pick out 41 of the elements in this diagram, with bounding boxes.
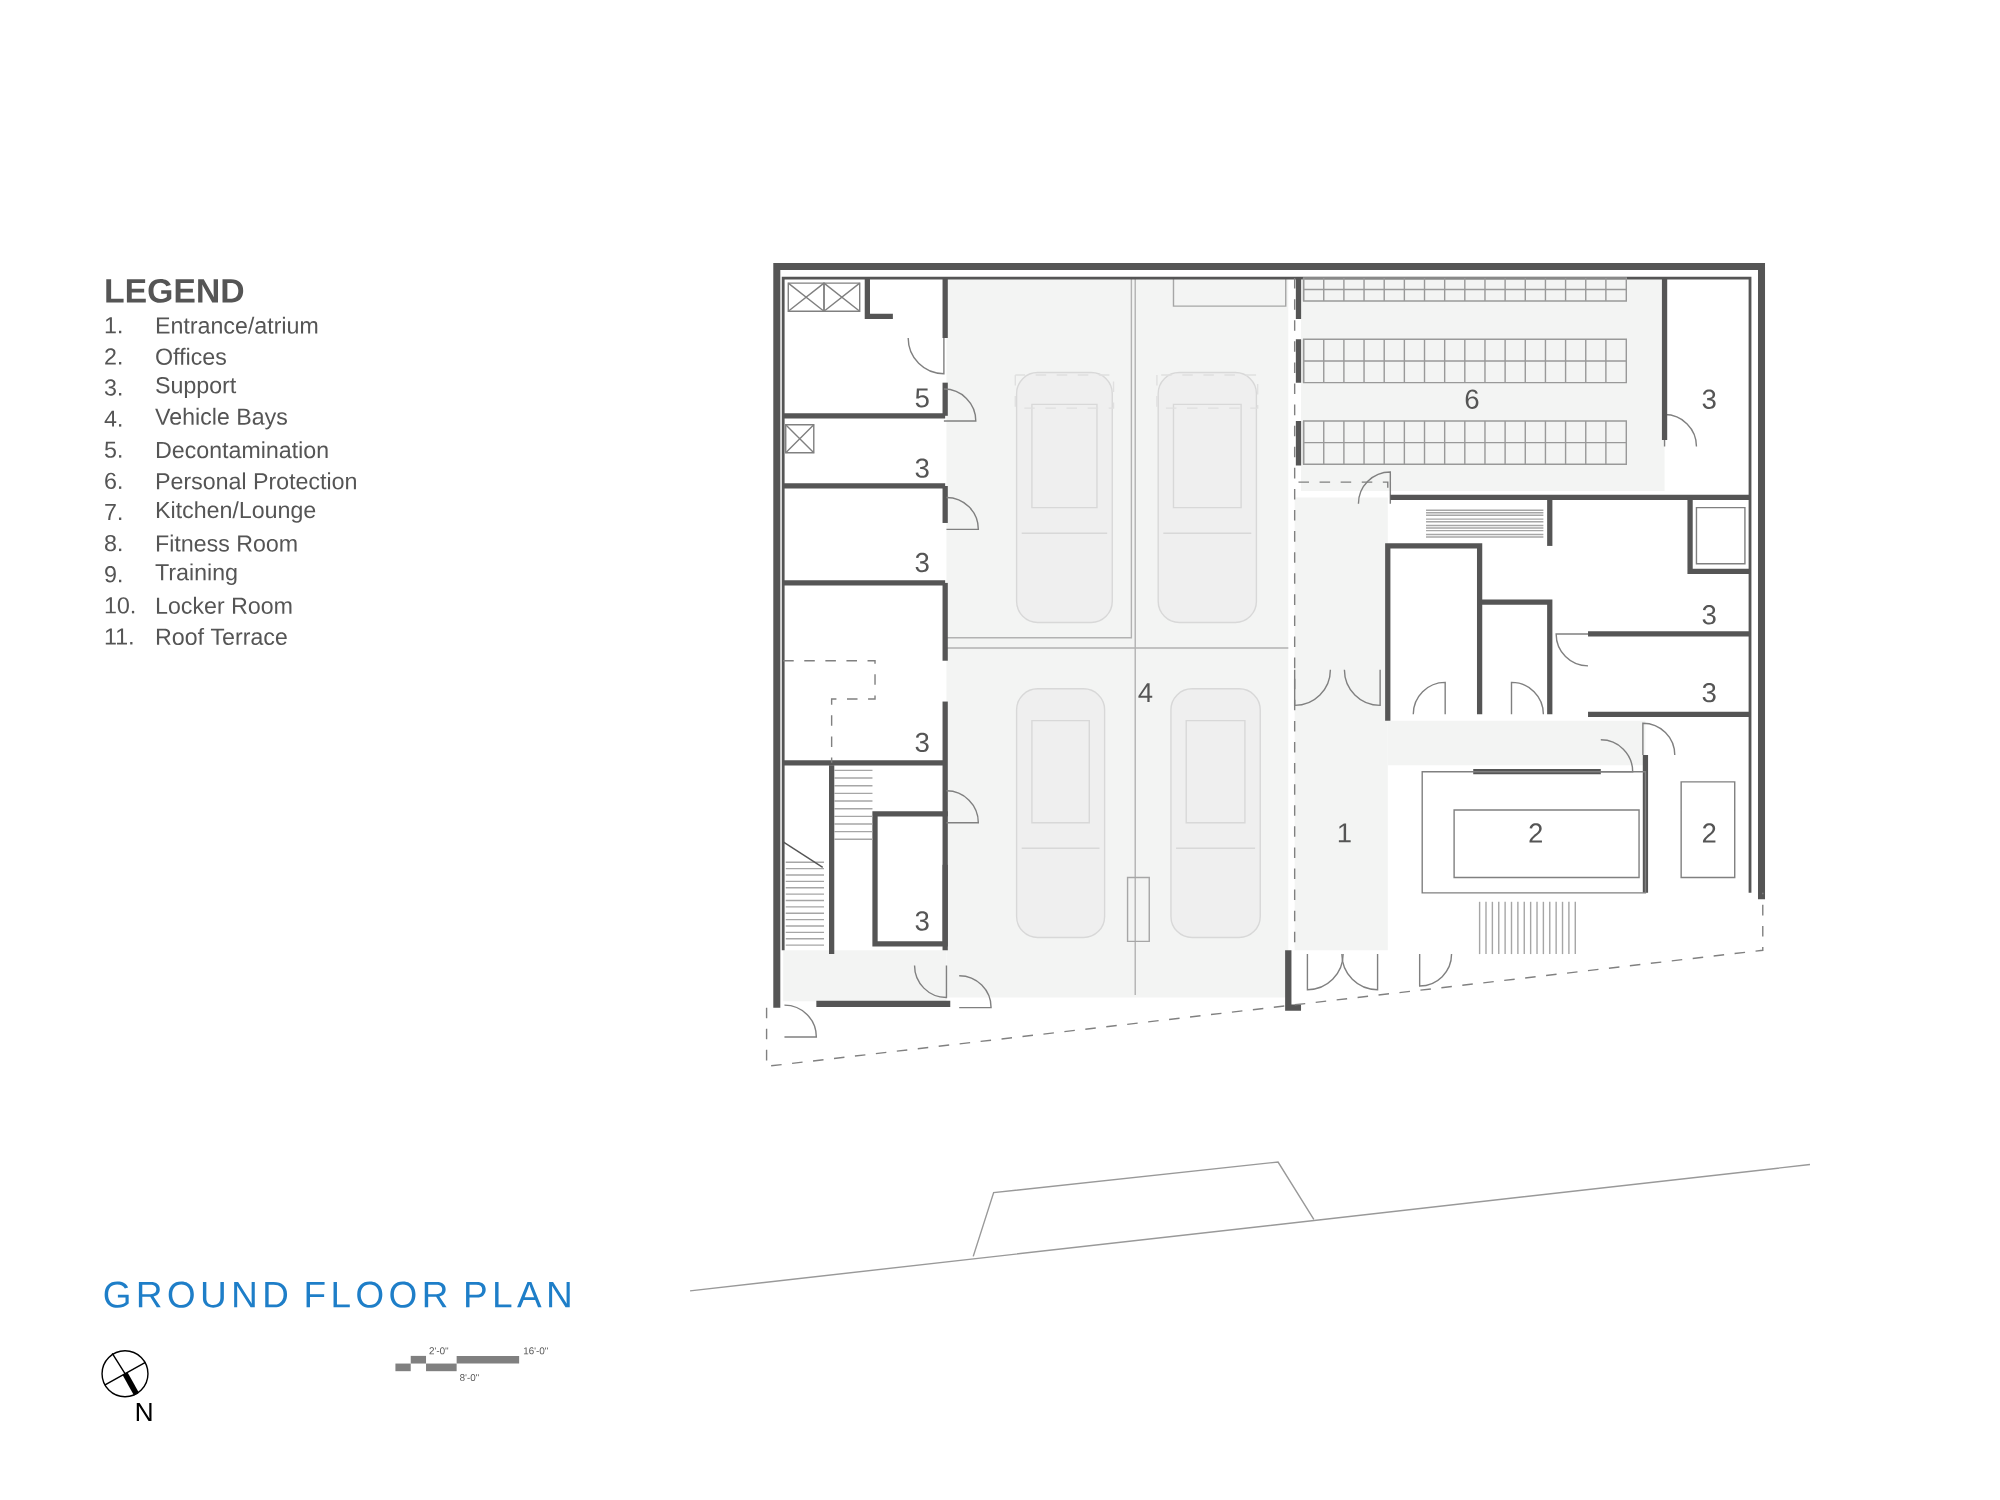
legend-number: 2.	[105, 348, 122, 365]
legend-number: 11.	[105, 628, 133, 645]
legend-text: Kitchen/Lounge	[157, 501, 316, 523]
legend-number: 1.	[105, 317, 122, 334]
legend-number: 5.	[104, 441, 122, 458]
legend-text: Personal Protection	[157, 472, 356, 490]
room-number: 3	[1702, 389, 1716, 409]
room-number: 3	[1702, 682, 1716, 703]
legend-text: Support	[156, 377, 237, 398]
legend-text: Decontamination	[157, 441, 328, 459]
room-number: 3	[915, 732, 929, 753]
legend-text: Roof Terrace	[157, 627, 287, 645]
legend-text: Fitness Room	[157, 534, 297, 552]
legend-text: Locker Room	[157, 596, 292, 614]
room-number: 3	[915, 911, 929, 931]
legend-number: 3.	[104, 379, 122, 396]
room-number: 3	[915, 552, 929, 573]
room-number: 3	[915, 458, 929, 478]
legend-text: Offices	[156, 347, 226, 365]
legend-text: Training	[155, 563, 237, 586]
legend-text: Entrance/atrium	[157, 316, 318, 334]
legend-number: 9.	[105, 566, 122, 583]
scale-label: 2'-0"	[429, 1347, 449, 1355]
legend-heading: LEGEND	[106, 278, 244, 303]
legend-number: 8.	[105, 534, 122, 552]
legend-number: 4.	[104, 410, 122, 427]
room-number: 4	[1138, 683, 1153, 703]
room-number: 3	[1702, 605, 1716, 625]
north-label: N	[136, 1402, 152, 1422]
scale-label: 8'-0"	[460, 1374, 479, 1382]
legend-number: 7.	[105, 504, 122, 520]
legend-number: 10.	[105, 597, 135, 614]
legend-number: 6.	[105, 472, 122, 490]
room-number: 2	[1529, 823, 1542, 843]
room-number: 5	[915, 388, 929, 408]
room-number: 1	[1338, 823, 1351, 843]
scale-label: 16'-0"	[523, 1347, 548, 1355]
room-number: 2	[1702, 823, 1716, 843]
room-number: 6	[1465, 389, 1479, 409]
plan-title: GROUND FLOOR PLAN	[104, 1281, 570, 1308]
legend-text: Vehicle Bays	[155, 407, 287, 430]
